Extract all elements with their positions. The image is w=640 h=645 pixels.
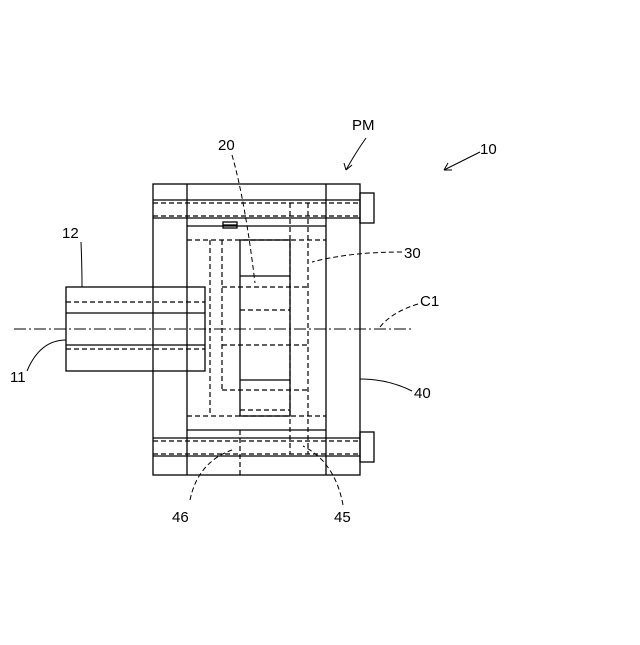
label-11: 11 (10, 369, 26, 386)
label-30: 30 (404, 245, 421, 262)
motor-body-30 (187, 203, 326, 475)
label-c1: C1 (420, 293, 439, 310)
label-45: 45 (334, 509, 351, 526)
label-20: 20 (218, 137, 235, 154)
rotor-20 (222, 240, 308, 416)
label-40: 40 (414, 385, 431, 402)
label-46: 46 (172, 509, 189, 526)
label-10: 10 (480, 141, 497, 158)
leader-lines (27, 138, 480, 505)
label-pm: PM (352, 117, 375, 134)
label-12: 12 (62, 225, 79, 242)
